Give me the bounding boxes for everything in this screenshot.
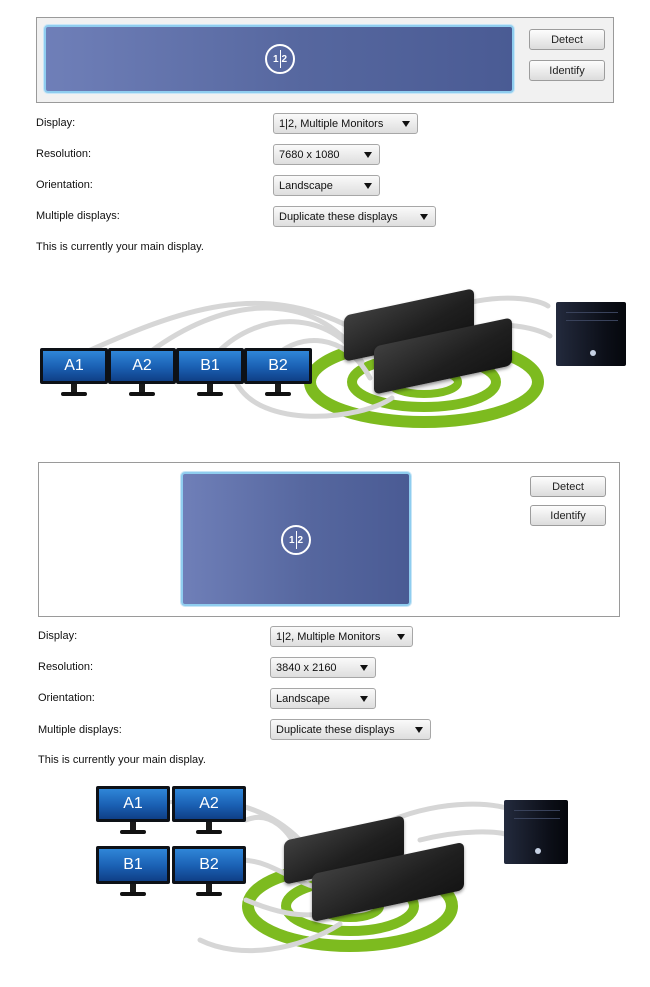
multiple-displays-select[interactable]: Duplicate these displays <box>273 206 436 227</box>
monitor-label: B1 <box>179 351 241 381</box>
monitor-b1: B1 <box>176 348 244 396</box>
resolution-label: Resolution: <box>38 661 94 673</box>
badge-left-number: 1 <box>272 53 279 65</box>
orientation-label: Orientation: <box>38 692 95 704</box>
display-select[interactable]: 1|2, Multiple Monitors <box>273 113 418 134</box>
resolution-select[interactable]: 7680 x 1080 <box>273 144 380 165</box>
identify-button[interactable]: Identify <box>530 505 606 526</box>
detect-button[interactable]: Detect <box>529 29 605 50</box>
monitor-a2: A2 <box>108 348 176 396</box>
chevron-down-icon <box>415 727 423 733</box>
main-display-status: This is currently your main display. <box>38 754 206 766</box>
orientation-select[interactable]: Landscape <box>270 688 376 709</box>
desktop-computer-icon <box>556 302 626 366</box>
monitor-b2: B2 <box>244 348 312 396</box>
orientation-select[interactable]: Landscape <box>273 175 380 196</box>
resolution-select[interactable]: 3840 x 2160 <box>270 657 376 678</box>
display-arrangement-panel: 1 2 Detect Identify <box>36 17 614 103</box>
multiple-displays-select[interactable]: Duplicate these displays <box>270 719 431 740</box>
display-preview-1-2[interactable]: 1 2 <box>181 472 411 606</box>
chevron-down-icon <box>360 665 368 671</box>
section-display-settings-1: 1 2 Detect Identify Display: 1|2, Multip… <box>0 0 650 440</box>
resolution-label: Resolution: <box>36 148 92 160</box>
monitor-label: A2 <box>175 789 243 819</box>
chevron-down-icon <box>364 152 372 158</box>
multiple-displays-label: Multiple displays: <box>36 210 120 222</box>
badge-right-number: 2 <box>281 53 288 65</box>
setup-illustration-grid: A1 A2 B1 B2 <box>0 786 650 985</box>
setup-illustration-horizontal: A1 A2 B1 B2 <box>0 270 650 440</box>
monitor-a1: A1 <box>96 786 170 834</box>
display-number-badge: 1 2 <box>281 525 311 555</box>
monitor-label: B2 <box>247 351 309 381</box>
display-label: Display: <box>36 117 76 129</box>
identify-button[interactable]: Identify <box>529 60 605 81</box>
monitor-label: A1 <box>99 789 167 819</box>
section-display-settings-2: 1 2 Detect Identify Display: 1|2, Multip… <box>0 462 650 987</box>
orientation-select-value: Landscape <box>276 692 330 705</box>
detect-button[interactable]: Detect <box>530 476 606 497</box>
display-select-value: 1|2, Multiple Monitors <box>279 117 384 130</box>
monitor-label: A2 <box>111 351 173 381</box>
orientation-label: Orientation: <box>36 179 93 191</box>
display-select-value: 1|2, Multiple Monitors <box>276 630 381 643</box>
chevron-down-icon <box>397 634 405 640</box>
monitor-a2: A2 <box>172 786 246 834</box>
multiple-displays-label: Multiple displays: <box>38 724 122 736</box>
display-select[interactable]: 1|2, Multiple Monitors <box>270 626 413 647</box>
multiple-displays-select-value: Duplicate these displays <box>276 723 395 736</box>
badge-right-number: 2 <box>297 534 304 546</box>
chevron-down-icon <box>402 121 410 127</box>
display-number-badge: 1 2 <box>265 44 295 74</box>
multiple-displays-select-value: Duplicate these displays <box>279 210 398 223</box>
resolution-select-value: 7680 x 1080 <box>279 148 340 161</box>
monitor-a1: A1 <box>40 348 108 396</box>
display-arrangement-panel: 1 2 Detect Identify <box>38 462 620 617</box>
badge-left-number: 1 <box>288 534 295 546</box>
monitor-b1: B1 <box>96 846 170 896</box>
monitor-b2: B2 <box>172 846 246 896</box>
main-display-status: This is currently your main display. <box>36 241 204 253</box>
display-preview-1-2[interactable]: 1 2 <box>44 25 514 93</box>
resolution-select-value: 3840 x 2160 <box>276 661 337 674</box>
desktop-computer-icon <box>504 800 568 864</box>
chevron-down-icon <box>360 696 368 702</box>
monitor-label: A1 <box>43 351 105 381</box>
monitor-label: B2 <box>175 849 243 881</box>
display-label: Display: <box>38 630 78 642</box>
chevron-down-icon <box>420 214 428 220</box>
chevron-down-icon <box>364 183 372 189</box>
orientation-select-value: Landscape <box>279 179 333 192</box>
monitor-label: B1 <box>99 849 167 881</box>
